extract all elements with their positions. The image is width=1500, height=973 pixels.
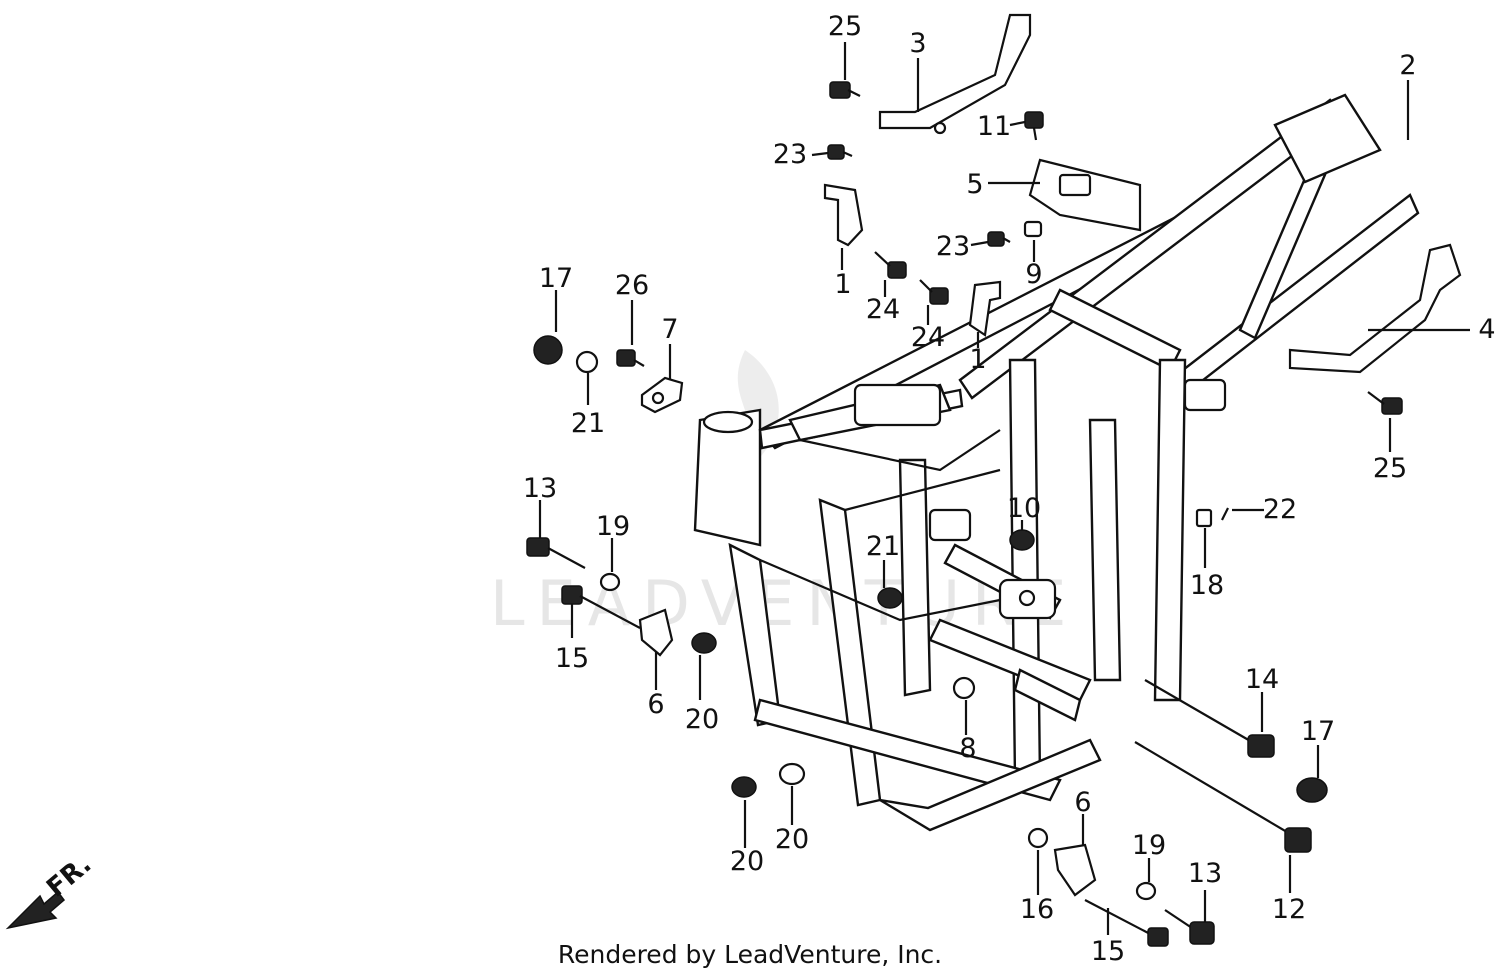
callout-11: 11 (977, 111, 1011, 142)
callout-8: 8 (959, 733, 976, 764)
callout-25-right: 25 (1373, 453, 1407, 484)
callout-7: 7 (661, 314, 678, 345)
footer-credit: Rendered by LeadVenture, Inc. (558, 940, 942, 969)
callout-15-left: 15 (555, 643, 589, 674)
callout-23-mid: 23 (936, 231, 970, 262)
callout-21-left: 21 (571, 408, 605, 439)
front-label: FR. (41, 849, 97, 903)
front-arrow-icon (5, 890, 66, 930)
callout-5: 5 (966, 169, 983, 200)
front-direction-indicator: FR. (5, 849, 97, 930)
bolt-13-left (526, 537, 586, 569)
frame-body (693, 93, 1420, 832)
callout-24-b: 24 (911, 322, 945, 353)
callout-19-left: 19 (596, 511, 630, 542)
callout-25-top: 25 (828, 11, 862, 42)
watermark-text: LEADVENTURE (490, 567, 1078, 640)
callout-15-right: 15 (1091, 936, 1125, 967)
callout-2: 2 (1399, 50, 1416, 81)
callout-12: 12 (1272, 894, 1306, 925)
plate-7 (640, 376, 684, 414)
bracket-4 (1288, 243, 1462, 374)
leader-lines (538, 42, 1470, 935)
callout-13-left: 13 (523, 473, 557, 504)
bolt-15-left (561, 585, 641, 629)
callout-21-center: 21 (866, 531, 900, 562)
callout-22: 22 (1263, 494, 1297, 525)
callout-4: 4 (1478, 314, 1495, 345)
callout-1-lower: 1 (969, 344, 986, 375)
bolt-14 (1144, 679, 1275, 758)
callout-1-upper: 1 (834, 269, 851, 300)
callout-17-right: 17 (1301, 716, 1335, 747)
callout-13-right: 13 (1188, 858, 1222, 889)
bolt-12 (1134, 741, 1312, 853)
callout-18: 18 (1190, 570, 1224, 601)
plate-6-left (638, 608, 674, 657)
clamp-1-lower (968, 280, 1002, 337)
clamp-1-upper (823, 183, 864, 247)
callout-labels: 25 3 2 11 23 5 23 9 1 24 24 1 17 26 7 21… (523, 11, 1496, 967)
plate-6-right (1053, 843, 1097, 897)
callout-19-right: 19 (1132, 830, 1166, 861)
callout-10: 10 (1007, 493, 1041, 524)
cover-5 (1028, 158, 1142, 232)
bolt-15-right (1084, 899, 1169, 947)
callout-3: 3 (909, 28, 926, 59)
callout-9: 9 (1025, 259, 1042, 290)
callout-20-left: 20 (685, 704, 719, 735)
callout-23-top: 23 (773, 139, 807, 170)
callout-24-a: 24 (866, 294, 900, 325)
small-hardware (533, 81, 1403, 901)
bracket-3 (878, 13, 1032, 135)
callout-6-right: 6 (1074, 787, 1091, 818)
callout-20-bottom-a: 20 (730, 846, 764, 877)
callout-17-left: 17 (539, 263, 573, 294)
callout-14: 14 (1245, 664, 1279, 695)
callout-6-left: 6 (647, 689, 664, 720)
callout-20-bottom-b: 20 (775, 824, 809, 855)
bolt-13-right (1164, 909, 1215, 945)
callout-16: 16 (1020, 894, 1054, 925)
callout-26: 26 (615, 270, 649, 301)
